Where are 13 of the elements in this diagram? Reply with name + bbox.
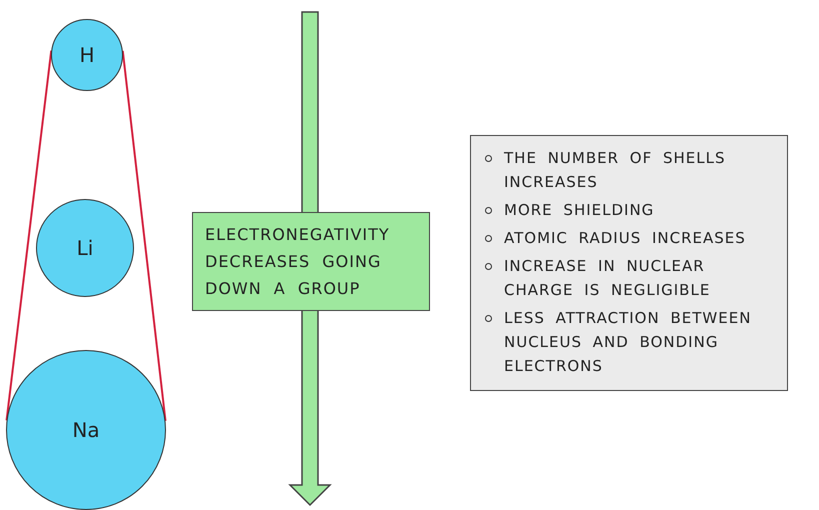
element-symbol: H [79,43,95,67]
info-panel [470,135,788,391]
trend-label: ELECTRONEGATIVITY DECREASES GOING DOWN A GROUP [205,224,391,300]
bullet-text: MORE SHIELDING [504,200,654,221]
bullet-text: INCREASE IN NUCLEAR CHARGE IS NEGLIGIBLE [504,256,712,301]
outline-line [6,50,52,421]
bullet-text: THE NUMBER OF SHELLS INCREASES [504,148,727,193]
label-box [192,212,430,311]
element-symbol: Na [72,418,100,442]
element-symbol: Li [76,236,94,260]
bullet-text: ATOMIC RADIUS INCREASES [504,228,746,249]
outline-line [122,50,166,421]
bullet-text: LESS ATTRACTION BETWEEN NUCLEUS AND BONDING ELECTRONS [504,308,752,377]
